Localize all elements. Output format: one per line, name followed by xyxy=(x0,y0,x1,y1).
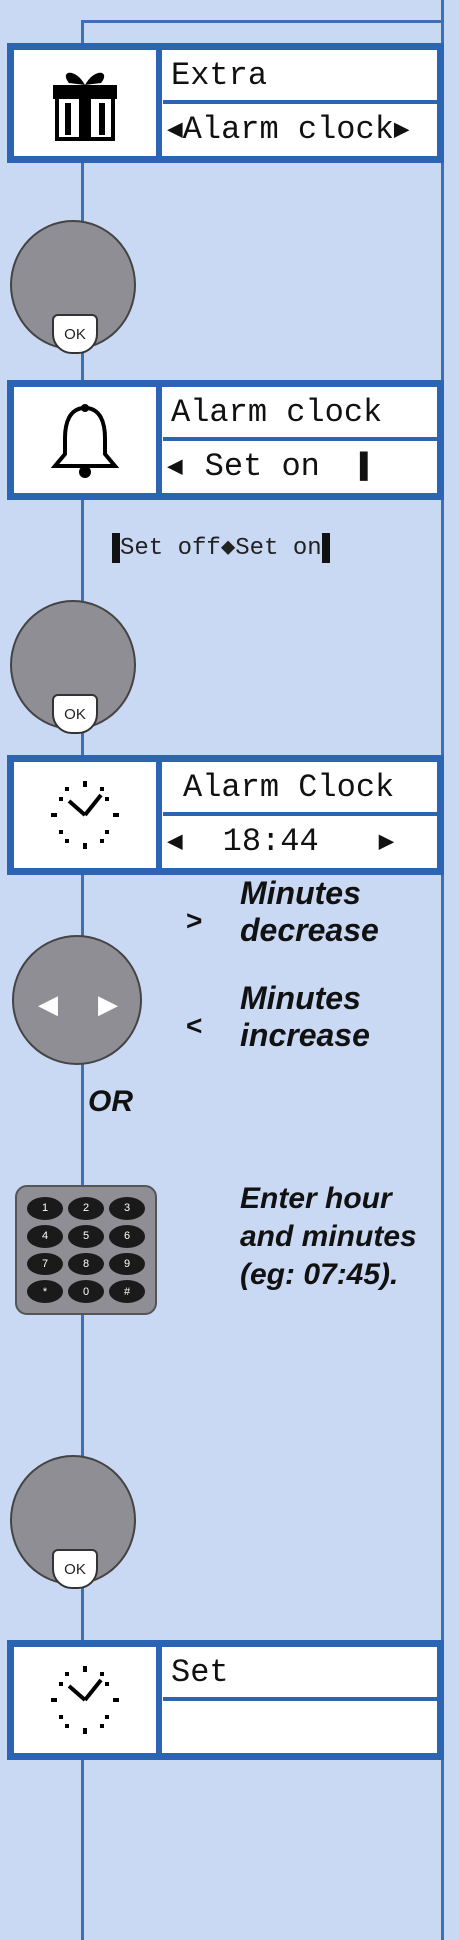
option-set-on: Set on xyxy=(235,535,322,562)
ok-label: OK xyxy=(52,314,98,354)
key-3[interactable]: 3 xyxy=(109,1197,145,1220)
right-bar-icon xyxy=(321,532,330,563)
screen-set: Set xyxy=(7,1640,444,1760)
screen-extra: Extra ◀ Alarm clock ▶ xyxy=(7,43,444,163)
enter-hour-2: and minutes xyxy=(240,1220,417,1253)
screen-alarm-clock: Alarm clock ◀ Set on ▌ xyxy=(7,380,444,500)
key-9[interactable]: 9 xyxy=(109,1252,145,1276)
right-arrow-icon: ▶ xyxy=(393,114,410,145)
nav-left-icon[interactable]: ◀ xyxy=(38,989,58,1019)
ok-label: OK xyxy=(52,1549,98,1589)
top-guide-line xyxy=(81,20,441,23)
enter-hour-3: (eg: 07:45). xyxy=(240,1258,399,1291)
bell-icon xyxy=(14,387,162,493)
left-arrow-icon: ◀ xyxy=(167,451,183,482)
diamond-icon: ◆ xyxy=(220,535,236,562)
minutes-decrease-1: Minutes xyxy=(240,875,361,911)
minutes-decrease-2: decrease xyxy=(240,912,379,948)
lt-symbol: < xyxy=(186,1010,203,1041)
minutes-increase-1: Minutes xyxy=(240,980,361,1016)
right-bar-icon: ▌ xyxy=(359,451,376,481)
enter-hour-1: Enter hour xyxy=(240,1182,392,1215)
ok-button[interactable]: OK xyxy=(10,600,136,734)
right-border-line xyxy=(441,0,444,1940)
screen-line-1: Alarm Clock xyxy=(163,762,437,816)
screen-line-2: ◀ 18:44 ▶ xyxy=(163,816,437,866)
gift-icon xyxy=(14,50,162,156)
key-5[interactable]: 5 xyxy=(68,1224,104,1248)
screen-value: Alarm clock xyxy=(182,110,394,148)
key-hash[interactable]: # xyxy=(109,1280,145,1303)
option-line: Set off◆Set on xyxy=(112,532,330,563)
gt-symbol: > xyxy=(186,905,203,936)
clock-icon xyxy=(14,1647,162,1753)
screen-line-2: ◀ Alarm clock ▶ xyxy=(163,104,437,154)
key-2[interactable]: 2 xyxy=(68,1197,104,1220)
screen-line-2: ◀ Set on ▌ xyxy=(163,441,437,491)
minutes-increase-2: increase xyxy=(240,1017,370,1053)
key-0[interactable]: 0 xyxy=(68,1280,104,1303)
left-bar-icon xyxy=(112,532,120,563)
screen-value: Set on xyxy=(204,447,320,485)
screen-line-1: Alarm clock xyxy=(163,387,437,441)
nav-right-icon[interactable]: ▶ xyxy=(98,989,118,1019)
screen-line-1: Set xyxy=(163,1647,437,1701)
keypad[interactable]: 1 2 3 4 5 6 7 8 9 * 0 # xyxy=(15,1185,157,1315)
screen-alarm-clock-time: Alarm Clock ◀ 18:44 ▶ xyxy=(7,755,444,875)
key-6[interactable]: 6 xyxy=(109,1224,145,1248)
left-arrow-icon: ◀ xyxy=(167,826,183,857)
ok-label: OK xyxy=(52,694,98,734)
key-8[interactable]: 8 xyxy=(68,1252,104,1276)
key-7[interactable]: 7 xyxy=(27,1252,63,1276)
clock-icon xyxy=(14,762,162,868)
key-1[interactable]: 1 xyxy=(27,1197,63,1220)
screen-value: 18:44 xyxy=(222,822,319,860)
key-star[interactable]: * xyxy=(27,1280,63,1303)
screen-line-2 xyxy=(163,1701,437,1751)
screen-line-1: Extra xyxy=(163,50,437,104)
or-label: OR xyxy=(88,1085,133,1118)
nav-button[interactable]: ◀ ▶ xyxy=(12,935,142,1065)
key-4[interactable]: 4 xyxy=(27,1224,63,1248)
right-arrow-icon: ▶ xyxy=(378,826,395,857)
ok-button[interactable]: OK xyxy=(10,1455,136,1589)
ok-button[interactable]: OK xyxy=(10,220,136,354)
left-arrow-icon: ◀ xyxy=(167,114,183,145)
option-set-off: Set off xyxy=(120,535,221,562)
